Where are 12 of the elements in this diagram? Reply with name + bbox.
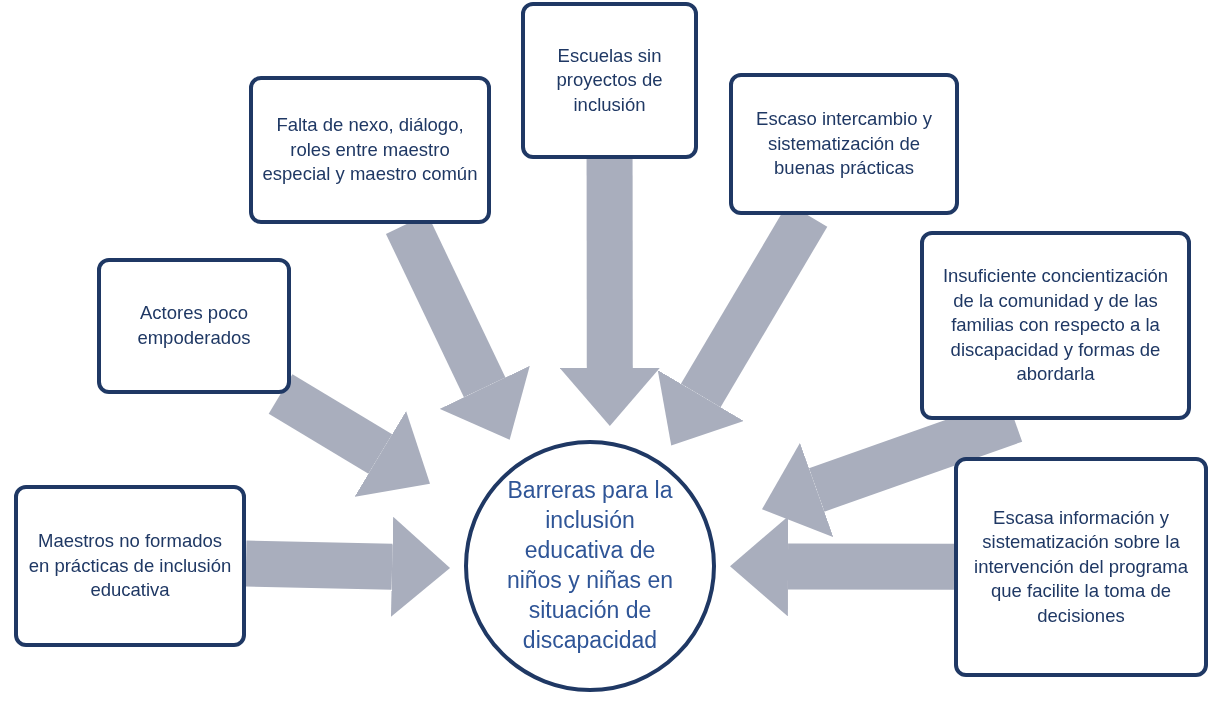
cause-box: Insuficiente concientización de la comunidad y de las familias con respecto a la discapacidad y formas de abordarla xyxy=(920,231,1191,420)
cause-box: Escuelas sin proyectos de inclusión xyxy=(521,2,698,159)
cause-box: Actores poco empoderados xyxy=(97,258,291,394)
arrow xyxy=(268,374,430,497)
cause-box: Falta de nexo, diálogo, roles entre maestro especial y maestro común xyxy=(249,76,491,224)
topic-circle: Barreras para la inclusión educativa de niños y niñas en situación de discapacidad xyxy=(464,440,716,692)
cause-box: Escasa información y sistematización sobre la intervención del programa que facilite la toma de decisiones xyxy=(954,457,1208,677)
arrow xyxy=(245,516,451,617)
arrow xyxy=(559,159,660,426)
cause-box: Maestros no formados en prácticas de inclusión educativa xyxy=(14,485,246,647)
arrow xyxy=(730,516,955,617)
cause-box: Escaso intercambio y sistematización de buenas prácticas xyxy=(729,73,959,215)
